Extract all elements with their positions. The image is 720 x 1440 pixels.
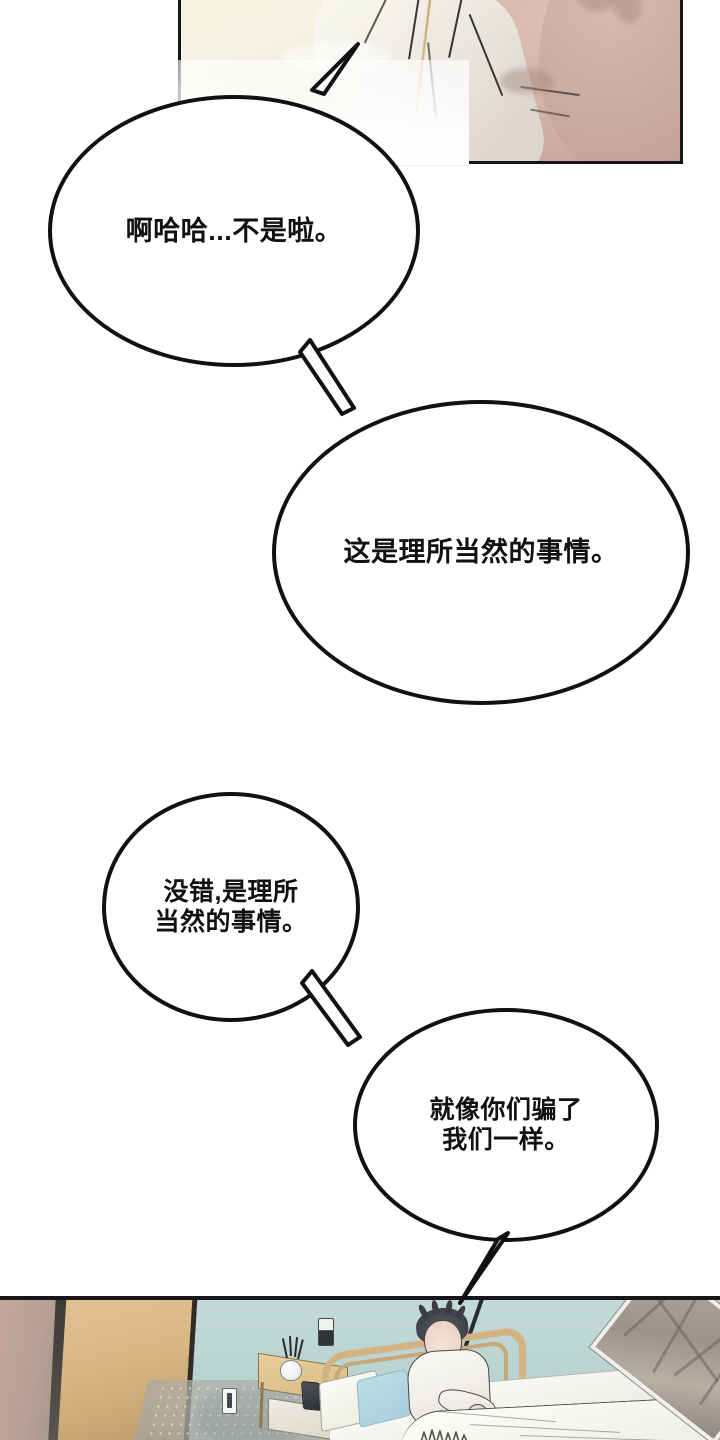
blanket-scribble-detail (420, 1429, 468, 1440)
bubble-1-tail-to-panel (310, 42, 360, 96)
speech-bubble-1-text: 啊哈哈...不是啦。 (125, 215, 343, 246)
speech-bubble-3-text: 没错,是理所 当然的事情。 (154, 877, 308, 937)
wall-switch-icon (222, 1388, 237, 1414)
bubble-1-to-bubble-2-connector (298, 338, 356, 416)
shade-neck (500, 68, 555, 95)
speech-bubble-2: 这是理所当然的事情。 (272, 400, 690, 705)
bubble-3-to-bubble-4-connector (300, 969, 362, 1047)
bubble-4-tail-to-panel (458, 1231, 510, 1305)
speech-bubble-4-text: 就像你们骗了 我们一样。 (429, 1095, 583, 1155)
speech-bubble-4: 就像你们骗了 我们一样。 (353, 1008, 659, 1242)
wall-panel-icon (318, 1318, 334, 1346)
picture-branch-5 (654, 1300, 719, 1383)
speech-bubble-1: 啊哈哈...不是啦。 (48, 95, 420, 367)
diffuser-bottle (280, 1360, 302, 1381)
speech-bubble-2-text: 这是理所当然的事情。 (343, 537, 619, 568)
comic-panel-bottom (0, 1296, 720, 1440)
